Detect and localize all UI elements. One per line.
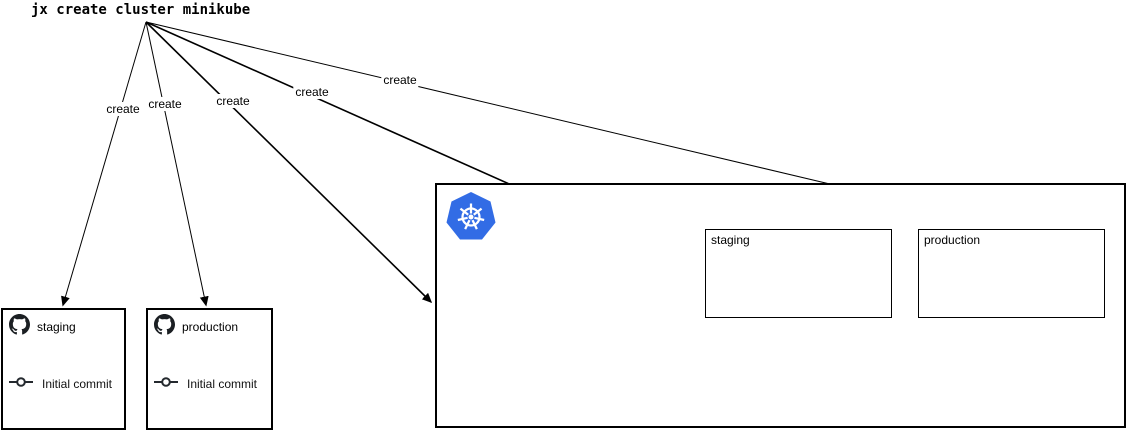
github-icon — [154, 314, 175, 340]
edge-label-create: create — [214, 94, 252, 108]
env-staging-node: staging — [705, 229, 892, 318]
edge-label-create: create — [104, 102, 142, 116]
commit-row: Initial commit — [9, 375, 112, 393]
commit-message: Initial commit — [187, 377, 258, 391]
edge-label-create: create — [293, 85, 331, 99]
git-commit-icon — [154, 375, 178, 393]
diagram-title: jx create cluster minikube — [31, 2, 251, 18]
commit-row: Initial commit — [154, 375, 257, 393]
github-repo-staging-node: staging Initial commit — [1, 308, 126, 430]
repo-name: production — [182, 320, 239, 334]
github-icon — [9, 314, 30, 340]
repo-header: staging — [9, 314, 76, 340]
create-arrow — [145, 21, 433, 304]
env-production-node: production — [918, 229, 1105, 318]
env-name: production — [924, 233, 981, 247]
commit-message: Initial commit — [42, 377, 113, 391]
kubernetes-icon — [445, 191, 497, 241]
git-commit-icon — [9, 375, 33, 393]
env-name: staging — [711, 233, 750, 247]
github-repo-production-node: production Initial commit — [146, 308, 273, 430]
edge-label-create: create — [146, 97, 184, 111]
create-arrow — [145, 21, 209, 307]
repo-name: staging — [37, 320, 76, 334]
kubernetes-cluster-node: staging production — [435, 183, 1126, 428]
create-arrow — [61, 21, 147, 307]
edge-label-create: create — [381, 73, 419, 87]
repo-header: production — [154, 314, 238, 340]
